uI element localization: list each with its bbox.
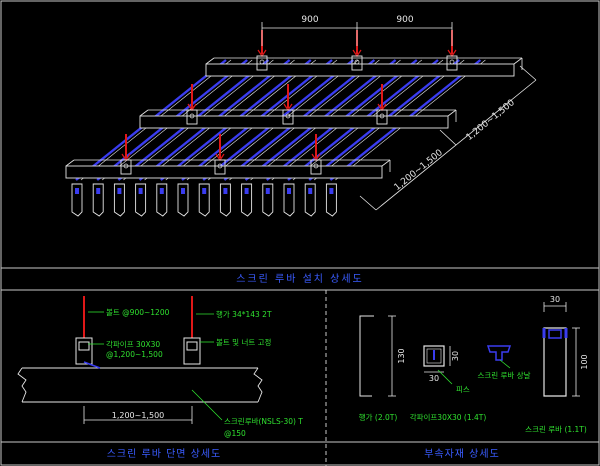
section-hanger-left (75, 296, 101, 369)
louver-dim-v: 100 (580, 354, 589, 369)
hanger-bracket-hole (217, 163, 223, 169)
label-pipe: 각파이프 30X30 (106, 339, 160, 349)
louver-end-clip (138, 188, 143, 194)
hanger-bracket-hole (313, 163, 319, 169)
louver-end-profile (156, 183, 168, 217)
pipe-caption: 각파이프30X30 (1.4T) (410, 412, 487, 422)
louver-caption: 스크린 루바 (1.1T) (525, 424, 587, 434)
section-span-dim (83, 406, 193, 424)
hanger-bracket (120, 159, 132, 175)
hanger-bracket-hole (123, 163, 129, 169)
section-hanger-right (183, 296, 201, 365)
louver-end-profile (262, 183, 274, 217)
louver-end-profile (219, 183, 231, 217)
support-beam-edge (65, 159, 75, 167)
hanger-bracket (214, 159, 226, 175)
hanger-bracket-hole (354, 59, 360, 65)
label-bolt: 볼트 @900~1200 (106, 308, 170, 317)
louver-end-clip (308, 188, 313, 194)
dim-spacing-b: 900 (396, 15, 413, 25)
section-leaders (88, 311, 223, 421)
part-louver (542, 302, 580, 397)
dim-spacing-a: 900 (301, 15, 318, 25)
hanger-bracket (446, 55, 458, 71)
pipe-dim-h: 30 (429, 374, 439, 383)
pipe-dim-v: 30 (451, 351, 460, 361)
support-beam-edge (513, 57, 523, 65)
hanger-bracket-hole (285, 113, 291, 119)
support-beams (65, 57, 523, 179)
support-beam-edge (205, 57, 215, 65)
louver-end-profile (304, 183, 316, 217)
top-view-title: 스크린 루바 설치 상세도 (236, 273, 364, 285)
hanger-caption: 행가 (2.0T) (359, 412, 398, 422)
louver-end-profiles (71, 183, 337, 217)
pipe-pin-label: 피스 (456, 385, 470, 394)
hanger-bracket (351, 55, 363, 71)
louver-end-profile (135, 183, 147, 217)
dim-span-2: 1,200~1,500 (465, 98, 517, 143)
hanger-dim: 130 (397, 348, 406, 363)
hanger-bracket-hole (259, 59, 265, 65)
part-pipe (423, 345, 451, 373)
part-hanger (359, 315, 396, 397)
section-view-title: 스크린 루바 단면 상세도 (107, 448, 222, 460)
hanger-bracket (256, 55, 268, 71)
louver-lip-label: 스크린 루바 상날 (477, 370, 530, 380)
support-beam (65, 165, 383, 179)
pipe-pin-leader (437, 369, 453, 385)
dimension-diagonal (359, 65, 537, 211)
dim-span-1: 1,200~1,500 (393, 148, 445, 193)
louver-end-clip (181, 188, 185, 194)
louver-end-clip (287, 188, 291, 194)
louver-end-clip (202, 188, 207, 194)
support-beam-edge (139, 109, 149, 117)
label-louver-pitch: @150 (224, 429, 246, 438)
louver-end-clip (117, 188, 122, 194)
louver-end-clip (265, 188, 270, 194)
louver-lip-shape (486, 345, 512, 361)
louver-end-profile (92, 183, 104, 217)
label-louver-note: 스크린루바(NSLS-30) T (224, 416, 303, 426)
louver-lip-leader (499, 359, 511, 369)
louver-end-profile (283, 183, 295, 217)
louver-end-clip (96, 188, 101, 194)
louver-end-profile (241, 183, 253, 217)
louver-dim-top: 30 (550, 295, 560, 304)
louver-end-profile (113, 183, 125, 217)
louver-end-profile (177, 183, 189, 217)
louver-end-profile (198, 183, 210, 217)
louver-end-clip (159, 188, 164, 194)
hanger-bracket (282, 109, 294, 125)
louver-end-profile (325, 183, 337, 217)
louver-end-clip (223, 188, 228, 194)
hanger-bracket (310, 159, 322, 175)
label-pipe-spacing: @1,200~1,500 (106, 350, 163, 359)
hanger-bracket-hole (379, 113, 385, 119)
label-hanger: 행가 34*143 2T (216, 309, 272, 319)
louver-end-clip (75, 188, 79, 194)
support-beam-edge (381, 159, 391, 167)
louver-end-clip (244, 188, 249, 194)
dimension-top (261, 22, 453, 46)
label-bolt-nut: 볼트 및 너트 고정 (216, 337, 271, 347)
hanger-bracket-hole (189, 113, 195, 119)
louver-end-clip (329, 188, 334, 194)
louver-end-profile (71, 183, 83, 217)
support-beam-edge (447, 109, 457, 117)
support-beam (139, 115, 449, 129)
hanger-bracket (376, 109, 388, 125)
dim-section-span: 1,200~1,500 (112, 411, 165, 420)
parts-view-title: 부속자재 상세도 (424, 448, 500, 460)
hanger-bracket (186, 109, 198, 125)
section-slab (17, 367, 263, 403)
hanger-bracket-hole (449, 59, 455, 65)
